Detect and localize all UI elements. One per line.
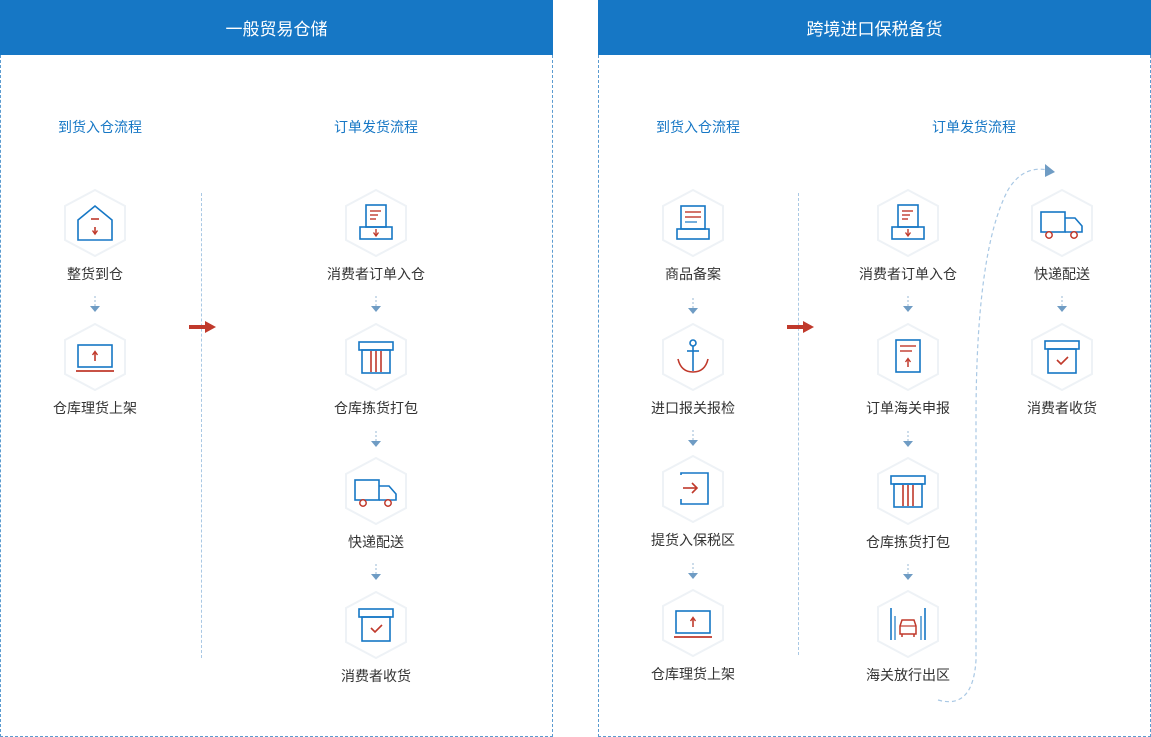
step-node: 整货到仓 [35,188,155,284]
order-inbox-icon [891,204,925,240]
flow-divider [798,193,799,655]
step-label: 消费者订单入仓 [327,267,425,283]
step-label: 提货入保税区 [651,533,735,549]
step-node: 仓库拣货打包 [848,456,968,552]
inbound-title: 到货入仓流程 [656,120,740,136]
step-node: 消费者订单入仓 [848,188,968,284]
flow-arrow-down [688,430,698,446]
flow-arrow-down [371,431,381,447]
hex-badge [875,188,941,258]
hex-badge [875,322,941,392]
document-file-icon [676,205,710,240]
hex-badge [343,188,409,258]
truck-icon [354,479,397,507]
step-node: 消费者订单入仓 [316,188,436,284]
flow-connector-curve [937,164,1055,703]
step-node: 消费者收货 [1002,322,1122,418]
step-node: 仓库拣货打包 [316,322,436,418]
house-box-icon [77,204,113,241]
flow-arrow-down [1057,296,1067,312]
step-label: 海关放行出区 [866,668,950,684]
enter-door-icon [680,472,709,505]
shelf-upload-icon [76,344,114,372]
declaration-doc-icon [895,339,921,373]
flow-arrow-down [903,564,913,580]
step-node: 进口报关报检 [633,322,753,418]
order-inbox-icon [359,204,393,240]
panel-bonded-import: 跨境进口保税备货 到货入仓流程 订单发货流程 商品备案 进口报关报检 提货入保税… [598,0,1151,737]
step-node: 快递配送 [1002,188,1122,284]
hex-badge [62,322,128,392]
inbound-title: 到货入仓流程 [58,120,142,136]
step-node: 海关放行出区 [848,589,968,685]
hex-badge [343,590,409,660]
flow-arrow-down [688,298,698,314]
step-label: 消费者订单入仓 [859,267,957,283]
outbound-title: 订单发货流程 [932,120,1016,136]
package-icon [890,475,926,508]
step-label: 进口报关报检 [651,401,735,417]
flow-arrow-down [90,296,100,312]
step-label: 仓库理货上架 [53,401,137,417]
step-label: 仓库拣货打包 [866,535,950,551]
step-node: 消费者收货 [316,590,436,686]
step-node: 订单海关申报 [848,322,968,418]
flow-arrow-down [688,563,698,579]
anchor-icon [677,339,709,373]
panel-header: 一般贸易仓储 [0,0,553,55]
hex-badge [343,322,409,392]
step-label: 仓库拣货打包 [334,401,418,417]
flow-arrow-down [371,564,381,580]
step-label: 消费者收货 [341,669,411,685]
hex-badge [875,589,941,659]
step-label: 快递配送 [348,535,404,551]
step-label: 消费者收货 [1027,401,1097,417]
hex-badge [343,456,409,526]
hex-badge [660,188,726,258]
step-label: 快递配送 [1034,267,1090,283]
hex-badge [660,454,726,524]
outbound-title: 订单发货流程 [334,120,418,136]
step-label: 订单海关申报 [866,401,950,417]
step-label: 商品备案 [665,267,721,283]
truck-icon [1040,211,1083,239]
flow-arrow-down [371,296,381,312]
box-check-icon [1044,340,1080,374]
step-node: 仓库理货上架 [35,322,155,418]
customs-gate-icon [890,608,926,640]
hex-badge [1029,322,1095,392]
step-node: 提货入保税区 [633,454,753,550]
step-node: 仓库理货上架 [633,588,753,684]
flow-arrow-down [903,431,913,447]
panel-header: 跨境进口保税备货 [598,0,1151,55]
flow-arrow-right [189,321,216,333]
step-label: 整货到仓 [67,267,123,283]
hex-badge [875,456,941,526]
box-check-icon [358,608,394,642]
hex-badge [660,322,726,392]
step-node: 快递配送 [316,456,436,552]
step-node: 商品备案 [633,188,753,284]
panel-general-trade: 一般贸易仓储 到货入仓流程 订单发货流程 整货到仓 仓库理货上架 消费者订单入仓… [0,0,553,737]
hex-badge [660,588,726,658]
flow-arrow-right [787,321,814,333]
step-label: 仓库理货上架 [651,667,735,683]
flow-arrow-down [903,296,913,312]
hex-badge [1029,188,1095,258]
flow-divider [201,193,202,658]
hex-badge [62,188,128,258]
shelf-upload-icon [674,610,712,638]
package-icon [358,341,394,374]
